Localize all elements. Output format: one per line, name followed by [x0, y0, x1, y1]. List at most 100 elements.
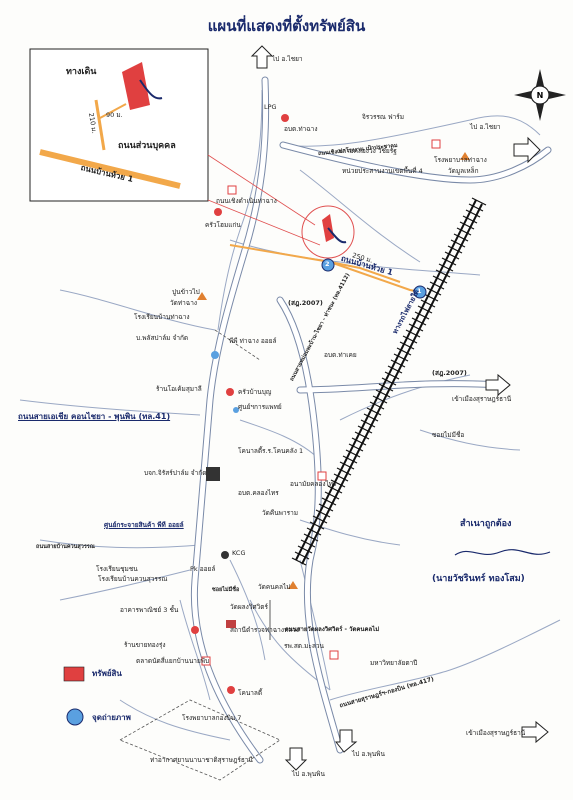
- inset-canal: [139, 79, 163, 100]
- railway-tie: [426, 287, 442, 296]
- certified-label: สำเนาถูกต้อง: [460, 519, 512, 529]
- kradan2-label: โคนาลตี้: [238, 689, 263, 697]
- school-thachang-label: โรงเรียนบ้านท่าฉาง: [134, 313, 190, 321]
- thachang-hospital-label: โรงพยาบาลท่าฉาง: [434, 156, 487, 164]
- map-markers: [191, 114, 470, 694]
- direction-arrows: [250, 45, 549, 771]
- railway-tie: [462, 215, 478, 224]
- railway-tie: [369, 401, 385, 410]
- signer-name: (นายวัชรินทร์ ทองโสม): [432, 574, 525, 584]
- railway-tie: [354, 431, 370, 440]
- compass-icon: N: [514, 69, 566, 121]
- railway-tie: [306, 527, 322, 536]
- shop-thong-label: ร้านขายทองรุ่ง: [124, 641, 166, 649]
- university-label: มหาวิทยาลัยตาปี: [370, 659, 418, 667]
- railway-tie: [456, 227, 472, 236]
- plastic-label: บ.พลัสปาล์ม จำกัด: [136, 334, 189, 342]
- to-chaiya-top: ไป อ.ไชยา: [272, 55, 303, 63]
- railway-tie: [375, 389, 391, 398]
- obt-thakhoei-label: อบต.ท่าเคย: [324, 351, 357, 359]
- pp-gas-label: พีพี ท่าฉาง ออยล์: [229, 337, 277, 345]
- railway-tie: [309, 521, 325, 530]
- railway-tie: [366, 407, 382, 416]
- focus-circle: [301, 205, 355, 259]
- obt-thachang-label: อบต.ท่าฉาง: [284, 125, 318, 133]
- lpg-label: LPG: [264, 103, 277, 111]
- legend-photo-icon: [66, 708, 84, 726]
- railway-tie: [321, 497, 337, 506]
- rkhon-label: ร.ร.โคนคลัง 1: [262, 447, 304, 455]
- sor-2007-label-a: (สฎ.2007): [288, 299, 323, 307]
- jirawat-label: จิรวรรณ ฟาร์ม: [362, 113, 405, 121]
- to-surat-1: เข้าเมืองสุราษฎร์ธานี: [452, 395, 512, 403]
- railway-tie: [435, 269, 451, 278]
- railway-tie: [330, 479, 346, 488]
- railway-tie: [324, 491, 340, 500]
- railway-tie: [303, 533, 319, 542]
- railway-tie: [351, 437, 367, 446]
- railway-tie: [357, 425, 373, 434]
- mountain-label: ปลายคลองวัง วิชัยรัฐ: [338, 147, 397, 155]
- ban-kruat-road-label: ถนนสายบ้านควนสุวรรณ: [36, 544, 95, 550]
- sor-2007-label-b: (สฎ.2007): [432, 369, 467, 377]
- railway-tie: [399, 341, 415, 350]
- airport-outline: [119, 699, 281, 781]
- railway-tie: [387, 365, 403, 374]
- restaurant-label: ร้านโอเค้มสุมาลี: [156, 385, 202, 393]
- school-klong-label: อนามัยคลองไทร: [290, 480, 337, 488]
- office-label: หน่วยประสานงานเขตพื้นที่ 4: [342, 167, 423, 175]
- railway-tie: [471, 197, 487, 206]
- to-phunphin-2: ไป อ.พุนพิน: [352, 750, 385, 758]
- hospital-label: โรงพยาบาลกองบิน 7: [182, 714, 242, 722]
- photo-point-2: [321, 258, 335, 272]
- railway-tie: [465, 209, 481, 218]
- main-roads-outline: [190, 76, 552, 764]
- railway-tie: [402, 335, 418, 344]
- railway-tie: [468, 203, 484, 212]
- obt-klong-label: อบต.คลองไทร: [238, 489, 279, 497]
- railway-tie: [300, 539, 316, 548]
- svg-text:N: N: [537, 91, 544, 100]
- railway-tie: [291, 557, 307, 566]
- railway-tie: [447, 245, 463, 254]
- railway-tie: [312, 515, 328, 524]
- railway-tie: [336, 467, 352, 476]
- legend-photo-label: จุดถ่ายภาพ: [92, 713, 131, 722]
- railway-tie: [318, 503, 334, 512]
- railway-tie: [459, 221, 475, 230]
- inset-distance-a: 90 ม.: [106, 111, 123, 119]
- canal: [327, 227, 347, 244]
- railway-tie: [327, 485, 343, 494]
- railway-tie: [333, 473, 349, 482]
- dorn-soi-label: ซอยไม่มีชื่อ: [212, 587, 240, 593]
- railway: [291, 197, 487, 566]
- railway-tie: [384, 371, 400, 380]
- map-title: แผนที่แสดงที่ตั้งทรัพย์สิน: [207, 17, 366, 35]
- photo-point-1-number: 1: [417, 287, 422, 295]
- railway-tie: [360, 419, 376, 428]
- railway-tie: [378, 383, 394, 392]
- soi-no-name-label: ซอยไม่มีชื่อ: [432, 431, 465, 439]
- railway-tie: [345, 449, 361, 458]
- signature-scrawl: [454, 549, 551, 556]
- railway-tie: [411, 317, 427, 326]
- main-roads: [191, 77, 551, 763]
- pk-oil-label: Pk ออยล์: [190, 565, 216, 573]
- health-label: ศูนย์ฯการแพทย์: [238, 403, 282, 411]
- obt-chang-road-label: ถนนเชิงดำเนินท่าฉาง: [216, 197, 277, 205]
- railway-tie: [408, 323, 424, 332]
- railway-tie: [342, 455, 358, 464]
- dashed-road: [214, 329, 261, 361]
- pun-khao-label: ปูนข้าวไป: [172, 288, 200, 296]
- photo-point-2-number: 2: [325, 260, 330, 268]
- railway-tie: [339, 461, 355, 470]
- railway-tie: [414, 311, 430, 320]
- police-label: สถานีตำรวจท่าฉางหลวง: [230, 626, 300, 634]
- to-chaiya-right: ไป อ.ไชยา: [470, 123, 501, 131]
- rtp-label: รพ.สต.มะลวน: [284, 642, 324, 650]
- inset-connector-2: [207, 199, 321, 246]
- pt-station-label: ศูนย์กระจายสินค้า พีที ออยล์: [104, 521, 184, 529]
- railway-tie: [294, 551, 310, 560]
- railway-tie: [438, 263, 454, 272]
- railway-tie: [432, 275, 448, 284]
